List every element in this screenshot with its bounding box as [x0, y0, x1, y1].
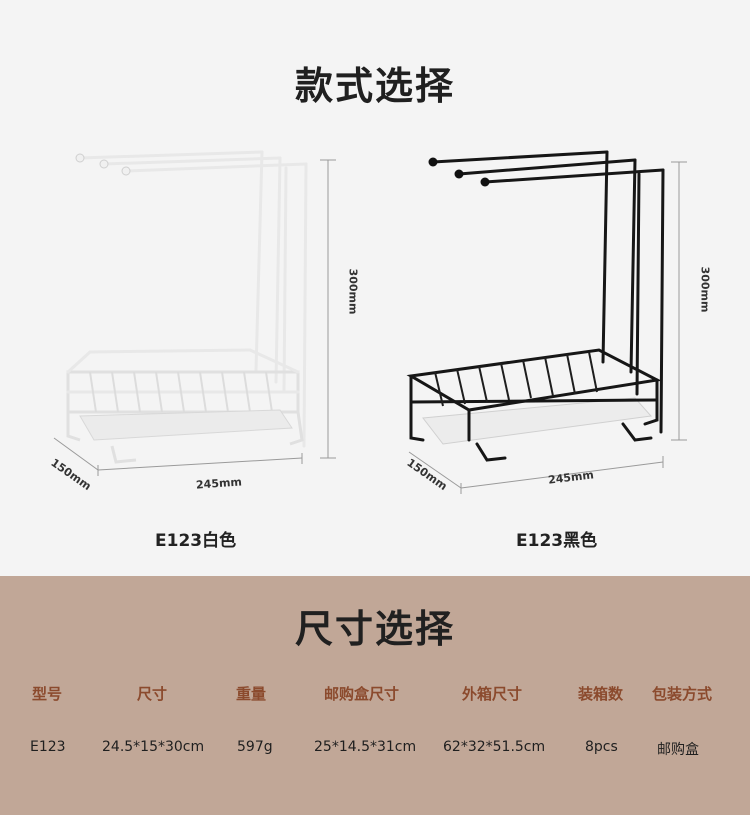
- header-packaging: 包装方式: [652, 685, 713, 703]
- style-section: [0, 0, 750, 576]
- size-section: [0, 576, 750, 815]
- cell-mailer-box-size: 25*14.5*31cm: [314, 739, 417, 755]
- white-height-label: 300mm: [346, 268, 360, 315]
- white-rack-caption: E123白色: [155, 531, 237, 551]
- black-rack-caption: E123黑色: [516, 531, 598, 551]
- cell-packaging: 邮购盒: [657, 742, 699, 758]
- cell-model: E123: [30, 739, 66, 755]
- white-rack-image: [40, 140, 370, 510]
- drip-tray: [79, 409, 293, 441]
- drip-tray: [422, 397, 652, 445]
- dimension-lines: [408, 161, 687, 494]
- cell-carton-size: 62*32*51.5cm: [443, 739, 546, 755]
- size-section-title: 尺寸选择: [294, 607, 455, 651]
- style-section-title: 款式选择: [294, 64, 455, 108]
- rack-frame: [406, 150, 665, 462]
- cell-carton-qty: 8pcs: [585, 739, 618, 755]
- dimension-lines: [53, 159, 336, 476]
- header-mailer-box-size: 邮购盒尺寸: [324, 685, 400, 703]
- black-rack-image: [395, 140, 725, 510]
- black-height-label: 300mm: [698, 266, 712, 313]
- header-carton-qty: 装箱数: [578, 685, 624, 703]
- cell-weight: 597g: [237, 739, 273, 755]
- header-weight: 重量: [236, 685, 267, 703]
- header-model: 型号: [32, 685, 63, 703]
- rack-frame: [66, 150, 308, 448]
- basket-wires: [434, 351, 598, 407]
- cell-size: 24.5*15*30cm: [102, 739, 205, 755]
- header-size: 尺寸: [137, 685, 168, 703]
- basket-wires: [89, 371, 273, 413]
- rack-feet: [66, 411, 304, 464]
- header-carton-size: 外箱尺寸: [462, 685, 523, 703]
